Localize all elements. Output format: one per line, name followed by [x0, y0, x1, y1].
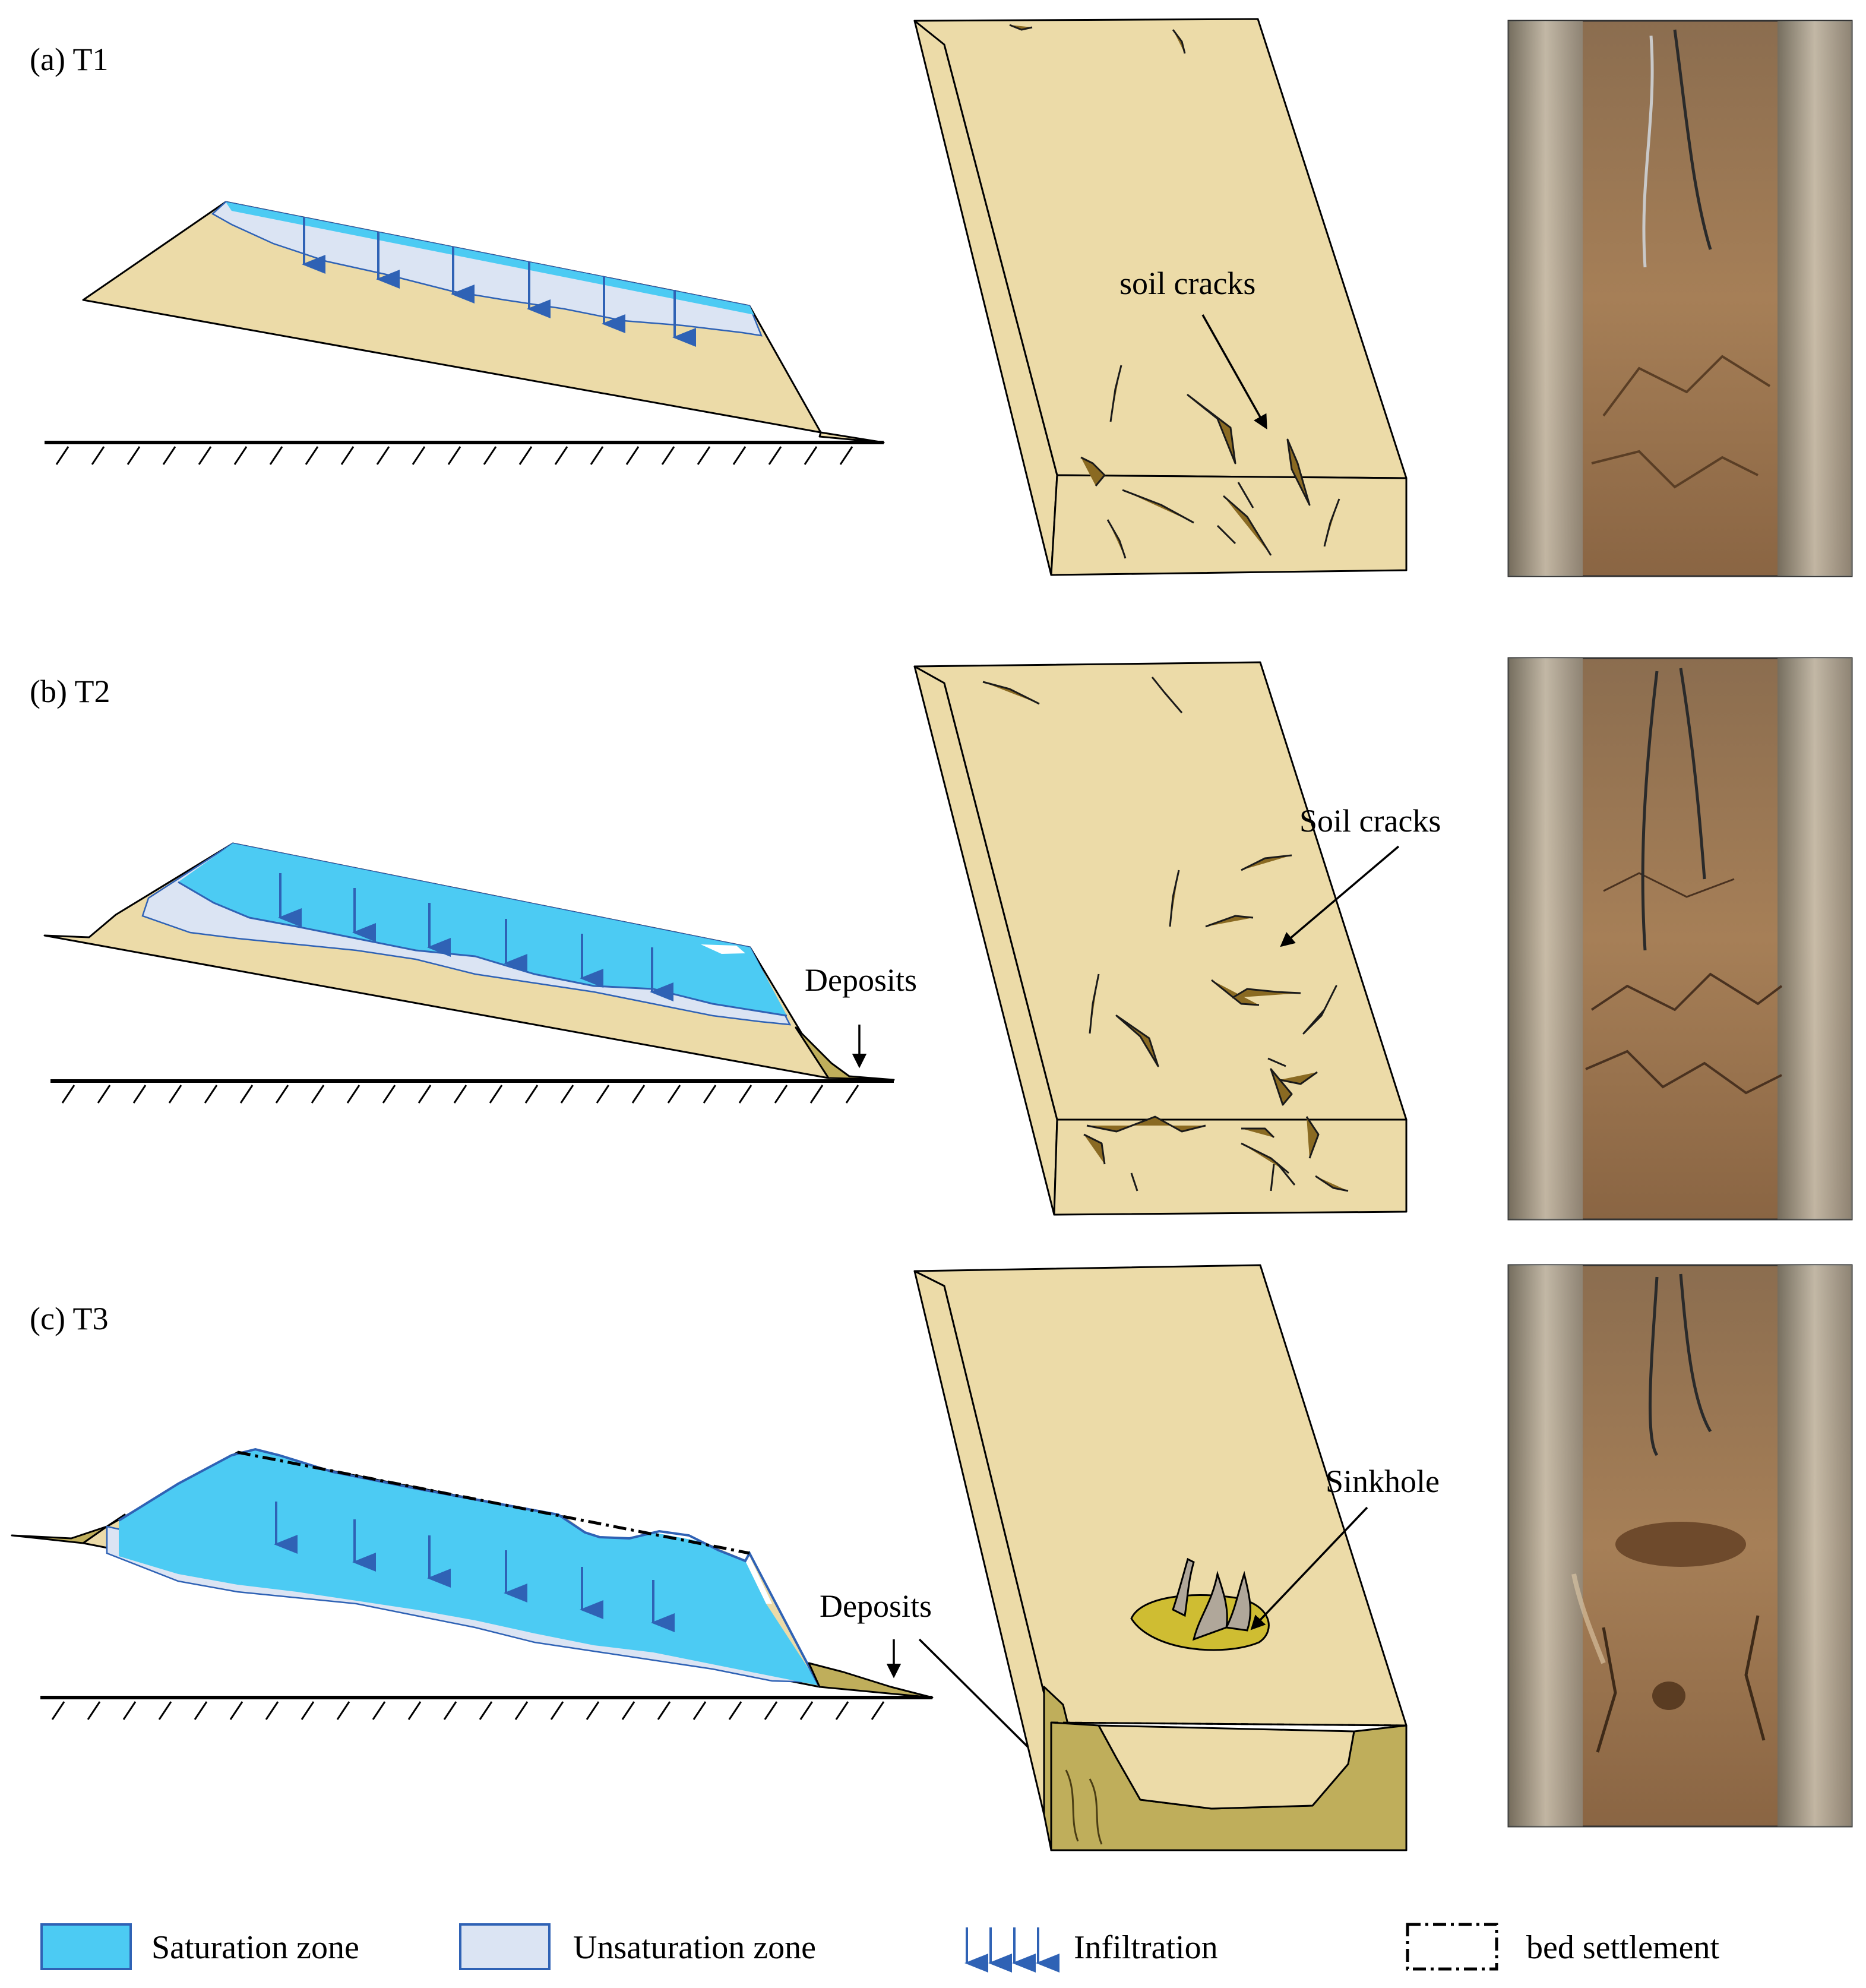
- sinkhole-arrow-icon: [1250, 1506, 1368, 1630]
- block-front-face: [1053, 1118, 1408, 1216]
- deposits: [795, 1026, 895, 1081]
- panel-a-slope-section: [45, 201, 885, 465]
- panel-a: (a) T1: [30, 18, 1853, 577]
- soil-cracks-arrow-icon: [1280, 845, 1400, 947]
- saturation-zone: [178, 843, 787, 1016]
- deposits: [808, 1662, 934, 1699]
- soil-cracks-arrow-icon: [1201, 314, 1267, 430]
- panel-b-slope-section: Deposits: [43, 842, 917, 1104]
- soil-cracks: [982, 677, 1349, 1192]
- panel-c-label: (c) T3: [30, 1301, 108, 1336]
- panel-c-photo: [1507, 1264, 1853, 1828]
- soil-cracks: [1009, 24, 1340, 559]
- deposits-label: Deposits: [820, 1588, 932, 1624]
- infiltration-arrows: [278, 873, 673, 1001]
- panel-c: (c) T3 Deposits: [11, 1264, 1853, 1851]
- legend-unsaturation-label: Unsaturation zone: [573, 1929, 816, 1966]
- panel-b: (b) T2 Deposits: [30, 657, 1853, 1221]
- bed-settlement-line: [237, 1450, 750, 1555]
- block-front-face: [1050, 474, 1408, 576]
- surface-gap: [701, 944, 745, 954]
- panel-b-label: (b) T2: [30, 674, 110, 709]
- panel-a-block-view: soil cracks: [913, 18, 1408, 576]
- panel-b-photo: [1507, 657, 1853, 1221]
- panel-a-photo: [1507, 20, 1853, 577]
- saturation-zone: [226, 202, 754, 315]
- saturation-outline: [118, 1447, 821, 1687]
- saturation-zone: [119, 1449, 820, 1686]
- settlement-gap-face: [745, 1556, 772, 1604]
- infiltration-arrows: [274, 1502, 675, 1632]
- legend-item-bed-settlement: bed settlement: [1406, 1923, 1719, 1971]
- legend-saturation-label: Saturation zone: [151, 1929, 359, 1966]
- bed-settlement-swatch: [1406, 1923, 1498, 1971]
- block-top-face: [913, 1264, 1408, 1727]
- legend: Saturation zone Unsaturation zone Infilt…: [40, 1923, 1719, 1973]
- unsaturation-swatch: [459, 1923, 551, 1970]
- soil-cracks-label: soil cracks: [1119, 266, 1255, 301]
- saturation-swatch: [40, 1923, 132, 1970]
- infiltration-arrows: [302, 217, 696, 347]
- legend-infiltration-label: Infiltration: [1074, 1929, 1218, 1966]
- front-remaining-face: [1098, 1724, 1355, 1810]
- soil-cracks-label: Soil cracks: [1299, 803, 1441, 839]
- ground-hatching: [51, 1701, 885, 1720]
- legend-item-saturation: Saturation zone: [40, 1923, 359, 1970]
- legend-item-unsaturation: Unsaturation zone: [459, 1923, 816, 1970]
- panel-b-block-view: Soil cracks: [913, 661, 1441, 1216]
- panel-a-label: (a) T1: [30, 42, 108, 77]
- unsaturation-zone: [211, 201, 763, 337]
- sinkhole: [1130, 1557, 1270, 1651]
- deposits-label: Deposits: [805, 962, 917, 998]
- sinkhole-label: Sinkhole: [1326, 1464, 1440, 1499]
- legend-bed-settlement-label: bed settlement: [1526, 1929, 1719, 1966]
- toe: [818, 431, 885, 444]
- ground-hatching: [61, 1085, 859, 1104]
- panel-c-slope-section: Deposits: [11, 1447, 1056, 1775]
- ground-hatching: [55, 446, 853, 465]
- legend-item-infiltration: Infiltration: [964, 1927, 1218, 1973]
- panel-c-block-view: Sinkhole: [913, 1264, 1440, 1851]
